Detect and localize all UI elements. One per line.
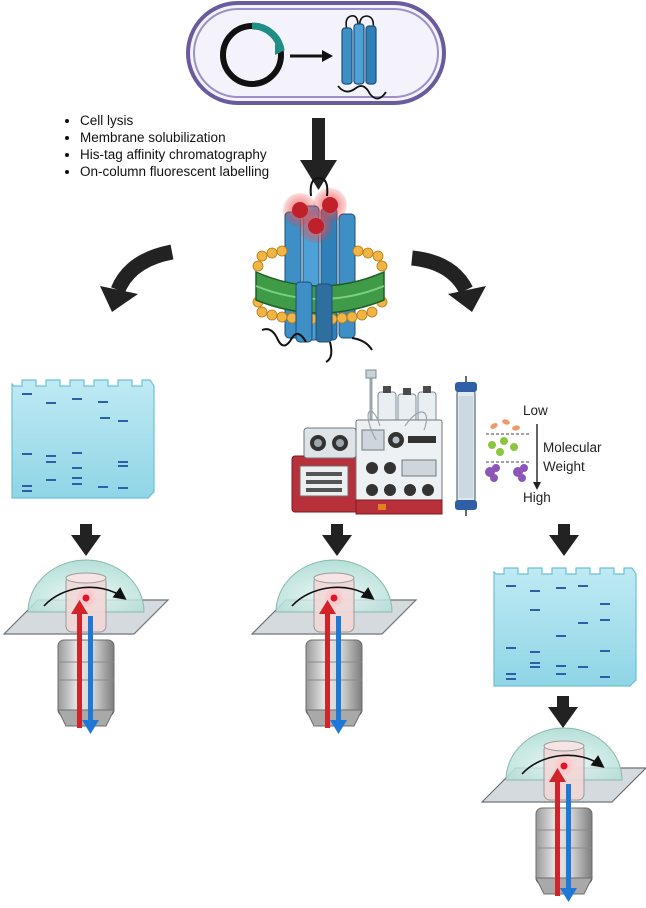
sec-separation-legend — [485, 419, 541, 490]
sec-column-icon — [455, 376, 477, 516]
step-item: Cell lysis — [80, 112, 269, 129]
bacterial-cell — [186, 1, 446, 105]
size-gradient-arrow-icon — [533, 424, 541, 490]
down-arrow-icon — [322, 524, 352, 556]
label-low: Low — [523, 403, 548, 418]
large-molecule-icon — [485, 464, 528, 482]
nanodisc-protein — [252, 176, 388, 363]
step-item: His-tag affinity chromatography — [80, 146, 269, 163]
purification-steps-list: Cell lysis Membrane solubilization His-t… — [62, 112, 269, 180]
medium-molecule-icon — [488, 437, 518, 456]
sds-page-gel-right — [493, 567, 637, 687]
curved-arrow-right-icon — [411, 250, 486, 312]
down-arrow-icon — [549, 524, 579, 556]
expression-arrow-icon — [290, 50, 333, 62]
down-arrow-icon — [300, 118, 337, 190]
fplc-instrument-icon — [291, 369, 443, 515]
confocal-microscope-icon — [252, 560, 416, 734]
step-item: On-column fluorescent labelling — [80, 163, 269, 180]
fluorophore-icon — [283, 188, 347, 243]
membrane-protein-icon — [337, 14, 387, 100]
small-molecule-icon — [490, 419, 520, 431]
down-arrow-icon — [548, 696, 578, 728]
label-weight: Weight — [543, 459, 585, 474]
down-arrow-icon — [71, 524, 101, 556]
step-item: Membrane solubilization — [80, 129, 269, 146]
confocal-microscope-icon — [2, 559, 170, 734]
label-molecular: Molecular — [543, 440, 602, 455]
curved-arrow-left-icon — [100, 244, 174, 312]
label-high: High — [523, 490, 551, 505]
plasmid-icon — [220, 22, 285, 87]
sds-page-gel-left — [11, 379, 155, 499]
confocal-microscope-icon — [482, 728, 646, 902]
